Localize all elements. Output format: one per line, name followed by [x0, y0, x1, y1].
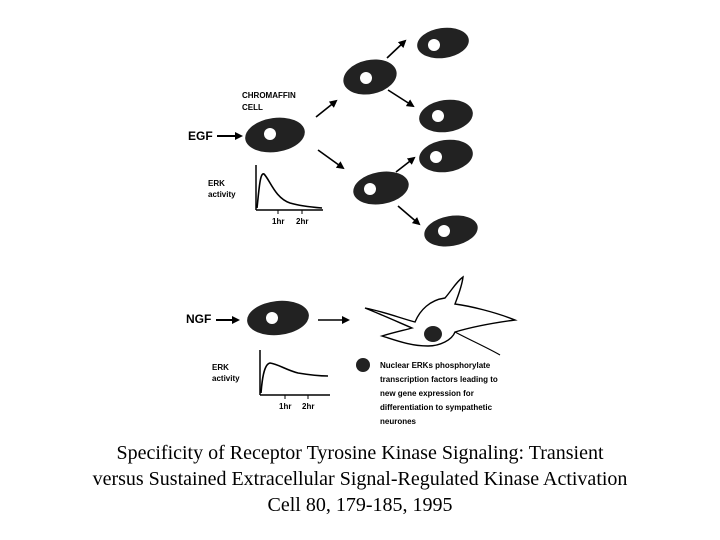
egf-graph-ylabel-line1: ERK [208, 179, 225, 188]
branch-arrow-down [317, 149, 345, 170]
nuclear-erk-legend: Nuclear ERKs phosphorylate transcription… [356, 358, 498, 426]
egf-graph-ylabel-line2: activity [208, 190, 236, 199]
granddaughter-cell-3 [419, 139, 473, 173]
figure-caption: Specificity of Receptor Tyrosine Kinase … [0, 440, 720, 518]
daughter-cell-lower [353, 171, 409, 205]
nuclear-note-line1: Nuclear ERKs phosphorylate [380, 361, 491, 370]
ngf-origin-cell [247, 300, 309, 336]
chromaffin-label-line1: CHROMAFFIN [242, 91, 296, 100]
caption-line2: versus Sustained Extracellular Signal-Re… [92, 468, 628, 490]
ngf-graph-ylabel-line2: activity [212, 374, 240, 383]
chromaffin-label-line2: CELL [242, 103, 263, 112]
nuclear-erk-marker [356, 358, 370, 372]
daughter-cell-upper [343, 59, 397, 95]
ngf-graph-tick1-label: 1hr [279, 402, 291, 411]
ngf-sustained-curve [260, 362, 329, 394]
ngf-erk-graph: ERK activity 1hr 2hr [212, 350, 330, 411]
egf-graph-tick2-label: 2hr [296, 217, 308, 226]
egf-origin-cell [245, 117, 305, 153]
branch-arrow-up [315, 99, 338, 118]
signaling-diagram: EGF CHROMAFFIN CELL ERK act [186, 27, 518, 426]
nuclear-note-line2: transcription factors leading to [380, 375, 498, 384]
egf-graph-tick1-label: 1hr [272, 217, 284, 226]
caption-line3: Cell 80, 179-185, 1995 [267, 494, 453, 516]
branch-arrow-3 [395, 156, 416, 173]
ngf-graph-ylabel-line1: ERK [212, 363, 229, 372]
branch-arrow-1 [386, 39, 407, 59]
branch-arrow-2 [387, 89, 415, 108]
nuclear-note-line4: differentiation to sympathetic [380, 403, 493, 412]
branch-arrow-4 [397, 205, 421, 226]
caption-line1: Specificity of Receptor Tyrosine Kinase … [116, 442, 604, 464]
granddaughter-cell-2 [419, 99, 473, 133]
egf-label: EGF [188, 129, 213, 143]
ngf-graph-tick2-label: 2hr [302, 402, 314, 411]
granddaughter-cell-4 [424, 215, 478, 247]
nuclear-note-line3: new gene expression for [380, 389, 474, 398]
egf-erk-graph: ERK activity 1hr 2hr [208, 165, 323, 226]
nuclear-note-line5: neurones [380, 417, 417, 426]
egf-transient-curve [256, 173, 323, 209]
differentiated-neuron [364, 275, 518, 356]
granddaughter-cell-1 [417, 27, 469, 59]
ngf-label: NGF [186, 312, 211, 326]
